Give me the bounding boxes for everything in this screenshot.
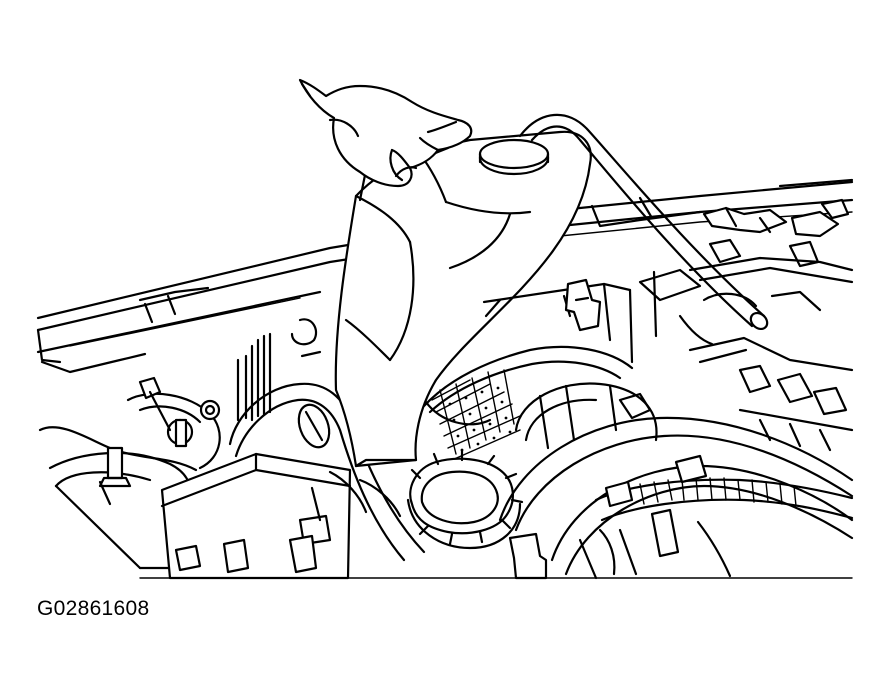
left-fender-area: [38, 318, 322, 570]
hood-clip-brackets: [688, 198, 854, 284]
right-engine-components: [678, 290, 854, 452]
hand: [298, 78, 473, 188]
fan-grille: [431, 369, 521, 461]
wiring-harness: [578, 454, 854, 580]
fan-shroud: [422, 268, 702, 461]
lower-brackets: [310, 458, 548, 580]
figure-code: G02861608: [37, 597, 150, 620]
engine-illustration: [36, 78, 854, 580]
radiator-cap: [406, 448, 524, 550]
overflow-hose: [518, 113, 769, 331]
battery-box: [160, 452, 352, 580]
